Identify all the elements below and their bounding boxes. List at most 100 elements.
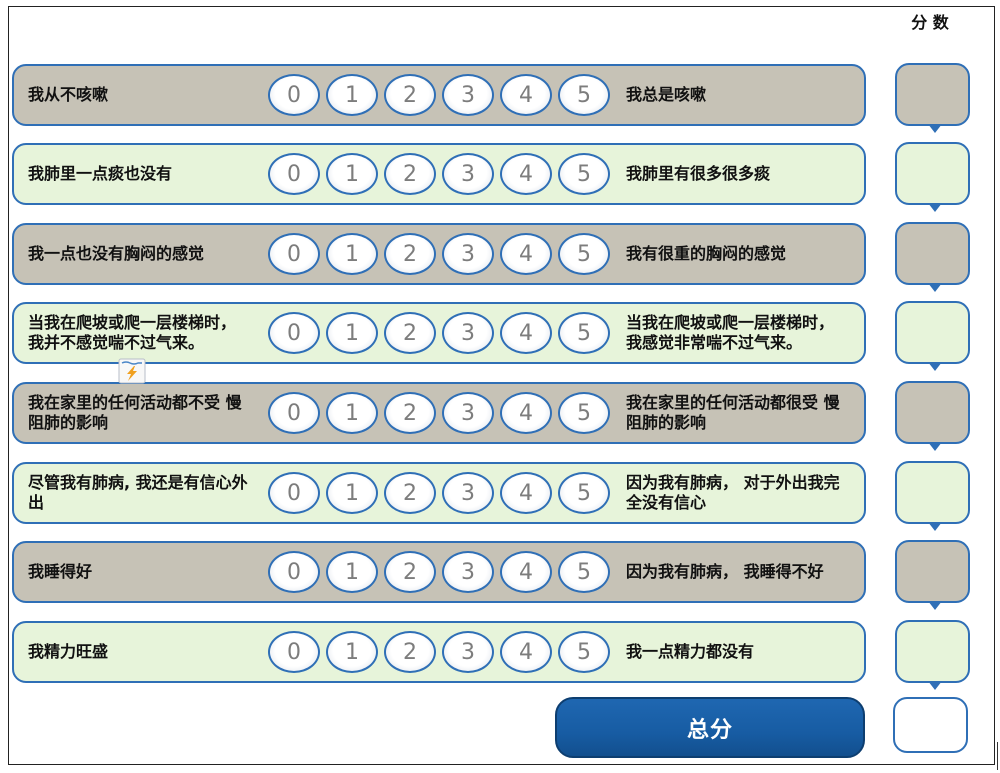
rating-option-2[interactable]: 2 xyxy=(384,74,436,116)
right-statement: 我肺里有很多很多痰 xyxy=(626,145,770,203)
rating-option-0[interactable]: 0 xyxy=(268,153,320,195)
right-statement: 我有很重的胸闷的感觉 xyxy=(626,225,786,283)
rating-option-5[interactable]: 5 xyxy=(558,392,610,434)
rating-option-3[interactable]: 3 xyxy=(442,74,494,116)
rating-option-3[interactable]: 3 xyxy=(442,153,494,195)
rating-option-1[interactable]: 1 xyxy=(326,392,378,434)
question-row-home-activities: 我在家里的任何活动都不受 慢 阻肺的影响 0 1 2 3 4 5 我在家里的任何… xyxy=(12,382,866,444)
rating-scale: 0 1 2 3 4 5 xyxy=(268,623,610,681)
question-row-energy: 我精力旺盛 0 1 2 3 4 5 我一点精力都没有 xyxy=(12,621,866,683)
score-box-sleep[interactable] xyxy=(895,540,970,610)
rating-option-3[interactable]: 3 xyxy=(442,233,494,275)
statement-line: 我肺里一点痰也没有 xyxy=(28,164,173,183)
left-statement: 尽管我有肺病, 我还是有信心外 出 xyxy=(28,464,248,522)
rating-option-1[interactable]: 1 xyxy=(326,472,378,514)
rating-option-5[interactable]: 5 xyxy=(558,233,610,275)
statement-line: 当我在爬坡或爬一层楼梯时， xyxy=(626,313,835,332)
rating-option-4[interactable]: 4 xyxy=(500,153,552,195)
left-statement: 我肺里一点痰也没有 xyxy=(28,145,172,203)
down-pointer-icon xyxy=(928,681,942,690)
down-pointer-icon xyxy=(928,522,942,531)
rating-option-1[interactable]: 1 xyxy=(326,312,378,354)
rating-option-4[interactable]: 4 xyxy=(500,631,552,673)
rating-scale: 0 1 2 3 4 5 xyxy=(268,384,610,442)
rating-option-2[interactable]: 2 xyxy=(384,153,436,195)
rating-option-4[interactable]: 4 xyxy=(500,74,552,116)
statement-line: 因为我有肺病， 我睡得不好 xyxy=(626,562,824,581)
rating-option-2[interactable]: 2 xyxy=(384,392,436,434)
rating-option-2[interactable]: 2 xyxy=(384,551,436,593)
statement-line: 阻肺的影响 xyxy=(28,413,109,432)
score-box-phlegm[interactable] xyxy=(895,142,970,212)
score-box-energy[interactable] xyxy=(895,620,970,690)
rating-scale: 0 1 2 3 4 5 xyxy=(268,304,610,362)
right-statement: 我总是咳嗽 xyxy=(626,66,706,124)
rating-option-2[interactable]: 2 xyxy=(384,233,436,275)
rating-option-5[interactable]: 5 xyxy=(558,74,610,116)
rating-option-5[interactable]: 5 xyxy=(558,153,610,195)
rating-option-0[interactable]: 0 xyxy=(268,392,320,434)
rating-option-1[interactable]: 1 xyxy=(326,551,378,593)
floating-widget[interactable] xyxy=(118,358,146,384)
left-statement: 当我在爬坡或爬一层楼梯时， 我并不感觉喘不过气来。 xyxy=(28,304,236,362)
rating-option-4[interactable]: 4 xyxy=(500,233,552,275)
right-statement: 因为我有肺病， 对于外出我完 全没有信心 xyxy=(626,464,840,522)
statement-line: 我肺里有很多很多痰 xyxy=(626,164,771,183)
rating-option-5[interactable]: 5 xyxy=(558,551,610,593)
rating-option-3[interactable]: 3 xyxy=(442,392,494,434)
statement-line: 我一点也没有胸闷的感觉 xyxy=(28,244,205,263)
statement-line: 尽管我有肺病, 我还是有信心外 xyxy=(28,473,248,492)
rating-option-4[interactable]: 4 xyxy=(500,551,552,593)
rating-option-3[interactable]: 3 xyxy=(442,472,494,514)
right-statement: 我在家里的任何活动都很受 慢 阻肺的影响 xyxy=(626,384,840,442)
rating-option-5[interactable]: 5 xyxy=(558,472,610,514)
score-box-breathlessness[interactable] xyxy=(895,301,970,371)
score-box-home-activities[interactable] xyxy=(895,381,970,451)
rating-option-2[interactable]: 2 xyxy=(384,472,436,514)
rating-option-1[interactable]: 1 xyxy=(326,631,378,673)
rating-option-5[interactable]: 5 xyxy=(558,631,610,673)
question-row-phlegm: 我肺里一点痰也没有 0 1 2 3 4 5 我肺里有很多很多痰 xyxy=(12,143,866,205)
statement-line: 我并不感觉喘不过气来。 xyxy=(28,333,205,352)
rating-scale: 0 1 2 3 4 5 xyxy=(268,145,610,203)
rating-option-1[interactable]: 1 xyxy=(326,74,378,116)
rating-option-4[interactable]: 4 xyxy=(500,392,552,434)
statement-line: 我从不咳嗽 xyxy=(28,85,109,104)
down-pointer-icon xyxy=(928,442,942,451)
lightning-note-icon xyxy=(118,358,146,384)
rating-option-0[interactable]: 0 xyxy=(268,551,320,593)
rating-option-0[interactable]: 0 xyxy=(268,631,320,673)
rating-option-3[interactable]: 3 xyxy=(442,312,494,354)
rating-option-0[interactable]: 0 xyxy=(268,312,320,354)
rating-option-2[interactable]: 2 xyxy=(384,631,436,673)
left-statement: 我一点也没有胸闷的感觉 xyxy=(28,225,204,283)
statement-line: 出 xyxy=(28,493,45,512)
rating-option-3[interactable]: 3 xyxy=(442,551,494,593)
rating-option-1[interactable]: 1 xyxy=(326,233,378,275)
question-row-breathlessness: 当我在爬坡或爬一层楼梯时， 我并不感觉喘不过气来。 0 1 2 3 4 5 当我… xyxy=(12,302,866,364)
frame-edge-mark xyxy=(997,742,998,770)
score-box-chest-tightness[interactable] xyxy=(895,222,970,292)
rating-option-0[interactable]: 0 xyxy=(268,74,320,116)
score-column-header: 分 数 xyxy=(911,13,949,32)
statement-line: 我睡得好 xyxy=(28,562,93,581)
question-row-cough: 我从不咳嗽 0 1 2 3 4 5 我总是咳嗽 xyxy=(12,64,866,126)
down-pointer-icon xyxy=(928,283,942,292)
rating-option-4[interactable]: 4 xyxy=(500,312,552,354)
statement-line: 我精力旺盛 xyxy=(28,642,109,661)
rating-option-2[interactable]: 2 xyxy=(384,312,436,354)
total-score-box[interactable] xyxy=(893,697,968,753)
rating-option-0[interactable]: 0 xyxy=(268,472,320,514)
rating-option-0[interactable]: 0 xyxy=(268,233,320,275)
rating-option-3[interactable]: 3 xyxy=(442,631,494,673)
total-score-button[interactable]: 总分 xyxy=(555,697,865,758)
rating-scale: 0 1 2 3 4 5 xyxy=(268,543,610,601)
rating-option-5[interactable]: 5 xyxy=(558,312,610,354)
question-row-leaving-home-confidence: 尽管我有肺病, 我还是有信心外 出 0 1 2 3 4 5 因为我有肺病， 对于… xyxy=(12,462,866,524)
statement-line: 我一点精力都没有 xyxy=(626,642,755,661)
rating-option-4[interactable]: 4 xyxy=(500,472,552,514)
score-box-cough[interactable] xyxy=(895,63,970,133)
score-box-leaving-home-confidence[interactable] xyxy=(895,461,970,531)
rating-option-1[interactable]: 1 xyxy=(326,153,378,195)
left-statement: 我在家里的任何活动都不受 慢 阻肺的影响 xyxy=(28,384,242,442)
